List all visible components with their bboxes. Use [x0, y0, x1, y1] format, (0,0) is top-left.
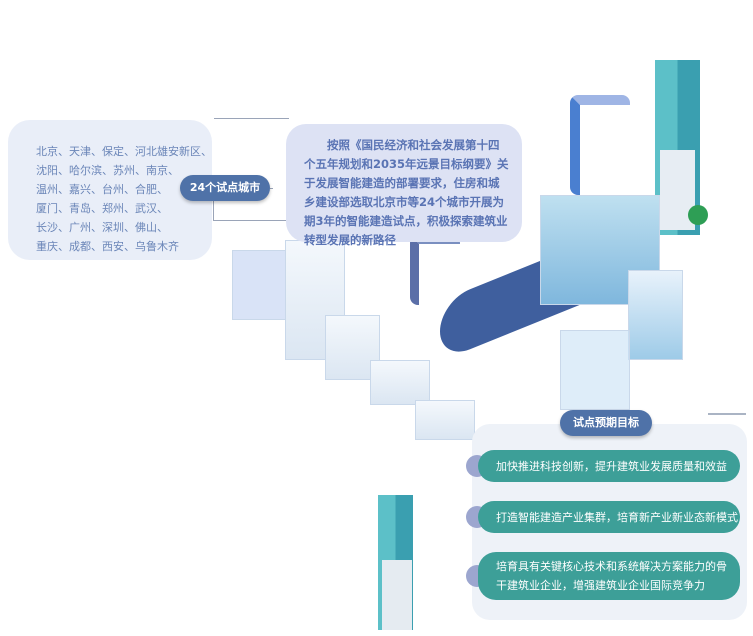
bulb-box-illustration	[560, 330, 630, 410]
cube-illustration	[415, 400, 475, 440]
goal-item: 培育具有关键核心技术和系统解决方案能力的骨干建筑业企业，增强建筑业企业国际竞争力	[478, 552, 740, 600]
tree-icon	[688, 205, 708, 225]
robot-arm-illustration	[410, 235, 460, 305]
city-line: 北京、天津、保定、河北雄安新区、	[36, 145, 212, 158]
kiosk-illustration	[628, 270, 683, 360]
city-line: 温州、嘉兴、台州、合肥、	[36, 183, 168, 196]
intro-text-panel: 按照《国民经济和社会发展第十四个五年规划和2035年远景目标纲要》关于发展智能建…	[286, 124, 522, 247]
city-line: 沈阳、哈尔滨、苏州、南京、	[36, 164, 179, 177]
connector-line	[214, 118, 289, 119]
pilot-cities-badge: 24个试点城市	[180, 175, 270, 201]
goal-item: 打造智能建造产业集群，培育新产业新业态新模式	[478, 501, 740, 533]
connector-line	[270, 188, 273, 189]
pilot-cities-panel: 北京、天津、保定、河北雄安新区、 沈阳、哈尔滨、苏州、南京、 温州、嘉兴、台州、…	[8, 120, 212, 260]
goals-badge: 试点预期目标	[560, 410, 652, 436]
connector-line	[213, 201, 291, 221]
bulb-box-illustration	[232, 250, 292, 320]
cube-illustration	[370, 360, 430, 405]
building-illustration	[382, 560, 412, 630]
robot-arm-illustration	[570, 95, 630, 195]
divider-line	[708, 413, 746, 415]
city-line: 长沙、广州、深圳、佛山、	[36, 221, 168, 234]
goal-item: 加快推进科技创新，提升建筑业发展质量和效益	[478, 450, 740, 482]
city-line: 厦门、青岛、郑州、武汉、	[36, 202, 168, 215]
city-line: 重庆、成都、西安、乌鲁木齐	[36, 240, 179, 253]
